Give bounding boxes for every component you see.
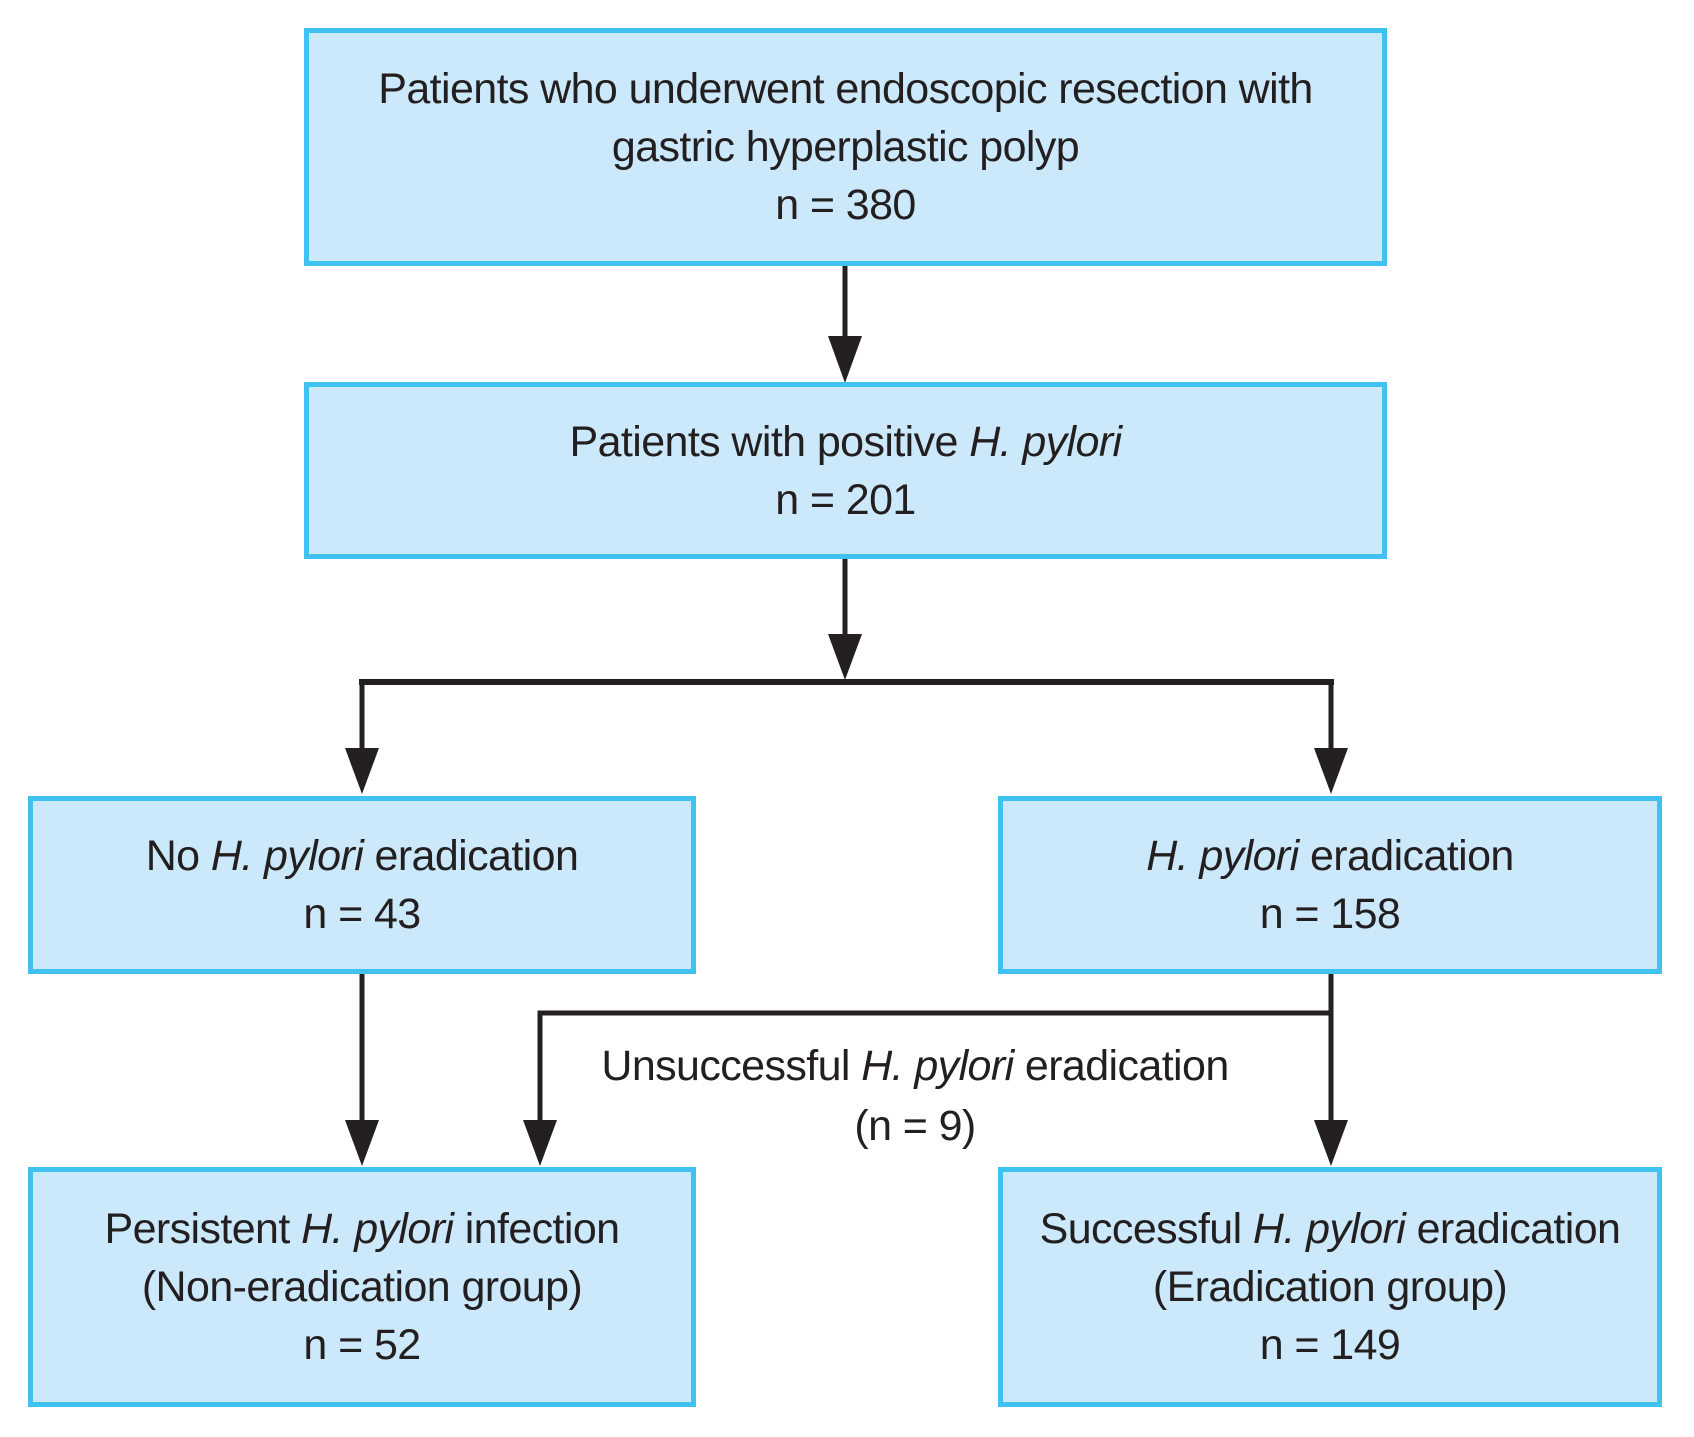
text-line: n = 52: [303, 1316, 421, 1374]
text-segment: infection: [453, 1205, 620, 1253]
text-segment: eradication: [363, 832, 579, 880]
text-segment: eradication: [1013, 1042, 1229, 1090]
text-line: (Non-eradication group): [141, 1258, 583, 1316]
branch-unsuccessful-head: [523, 1120, 557, 1166]
italic-text-segment: H. pylori: [301, 1205, 454, 1253]
text-segment: eradication: [1405, 1205, 1621, 1253]
italic-text-segment: H. pylori: [1146, 832, 1299, 880]
box-hpylori-eradication: H. pylori eradication n = 158: [998, 796, 1662, 974]
text-line: n = 158: [1259, 885, 1401, 943]
box-successful-eradication-group: Successful H. pylori eradication (Eradica…: [998, 1167, 1662, 1407]
text-line: Patients with positive H. pylori: [569, 413, 1123, 471]
text-segment: (Eradication group): [1152, 1263, 1508, 1311]
text-line: Successful H. pylori eradication: [1040, 1200, 1621, 1258]
text-segment: n = 380: [775, 181, 916, 229]
box-persistent-infection-non-eradication-group: Persistent H. pylori infection (Non-eradi…: [28, 1167, 696, 1407]
text-segment: (n = 9): [854, 1102, 976, 1150]
arrow-no-eradication-to-persistent-head: [345, 1120, 379, 1166]
text-segment: n = 201: [775, 475, 916, 524]
arrow-positive-to-split-head: [828, 634, 862, 680]
text-segment: (Non-eradication group): [141, 1263, 583, 1311]
arrow-eradication-to-successful-head: [1314, 1120, 1348, 1166]
text-line: No H. pylori eradication: [146, 827, 579, 885]
arrow-resection-to-positive-head: [828, 336, 862, 383]
box-patients-endoscopic-resection: Patients who underwent endoscopic resect…: [304, 28, 1387, 266]
italic-text-segment: H. pylori: [1252, 1205, 1406, 1253]
text-line: n = 149: [1259, 1316, 1401, 1374]
text-segment: n = 43: [303, 890, 421, 938]
text-line: (n = 9): [515, 1096, 1315, 1156]
text-line: n = 201: [775, 471, 916, 529]
text-line: n = 43: [303, 885, 421, 943]
text-line: n = 380: [775, 176, 916, 234]
text-line: Patients who underwent endoscopic resect…: [378, 60, 1313, 118]
italic-text-segment: H. pylori: [969, 417, 1122, 466]
text-line: Unsuccessful H. pylori eradication: [515, 1036, 1315, 1096]
arrow-split-to-no-eradication-head: [345, 748, 379, 794]
text-segment: eradication: [1298, 832, 1514, 880]
text-line: (Eradication group): [1152, 1258, 1508, 1316]
text-line: Persistent H. pylori infection: [104, 1200, 621, 1258]
italic-text-segment: H. pylori: [210, 832, 364, 880]
box-no-hpylori-eradication: No H. pylori eradication n = 43: [28, 796, 696, 974]
text-segment: Successful: [1039, 1205, 1253, 1253]
label-unsuccessful-eradication: Unsuccessful H. pylori eradication (n = 9…: [515, 1036, 1315, 1156]
branch-unsuccessful-line: [537, 1010, 1331, 1124]
text-segment: No: [145, 832, 211, 880]
arrow-split-to-eradication-head: [1314, 748, 1348, 794]
text-segment: Unsuccessful: [601, 1042, 862, 1090]
text-segment: Patients who underwent endoscopic resect…: [378, 65, 1313, 113]
text-segment: n = 158: [1259, 890, 1401, 938]
text-segment: gastric hyperplastic polyp: [611, 123, 1080, 171]
text-segment: Patients with positive: [569, 417, 970, 466]
text-segment: Persistent: [104, 1205, 302, 1253]
text-line: gastric hyperplastic polyp: [611, 118, 1080, 176]
text-line: H. pylori eradication: [1146, 827, 1514, 885]
text-segment: n = 52: [303, 1321, 421, 1369]
text-segment: n = 149: [1259, 1321, 1401, 1369]
italic-text-segment: H. pylori: [861, 1042, 1014, 1090]
